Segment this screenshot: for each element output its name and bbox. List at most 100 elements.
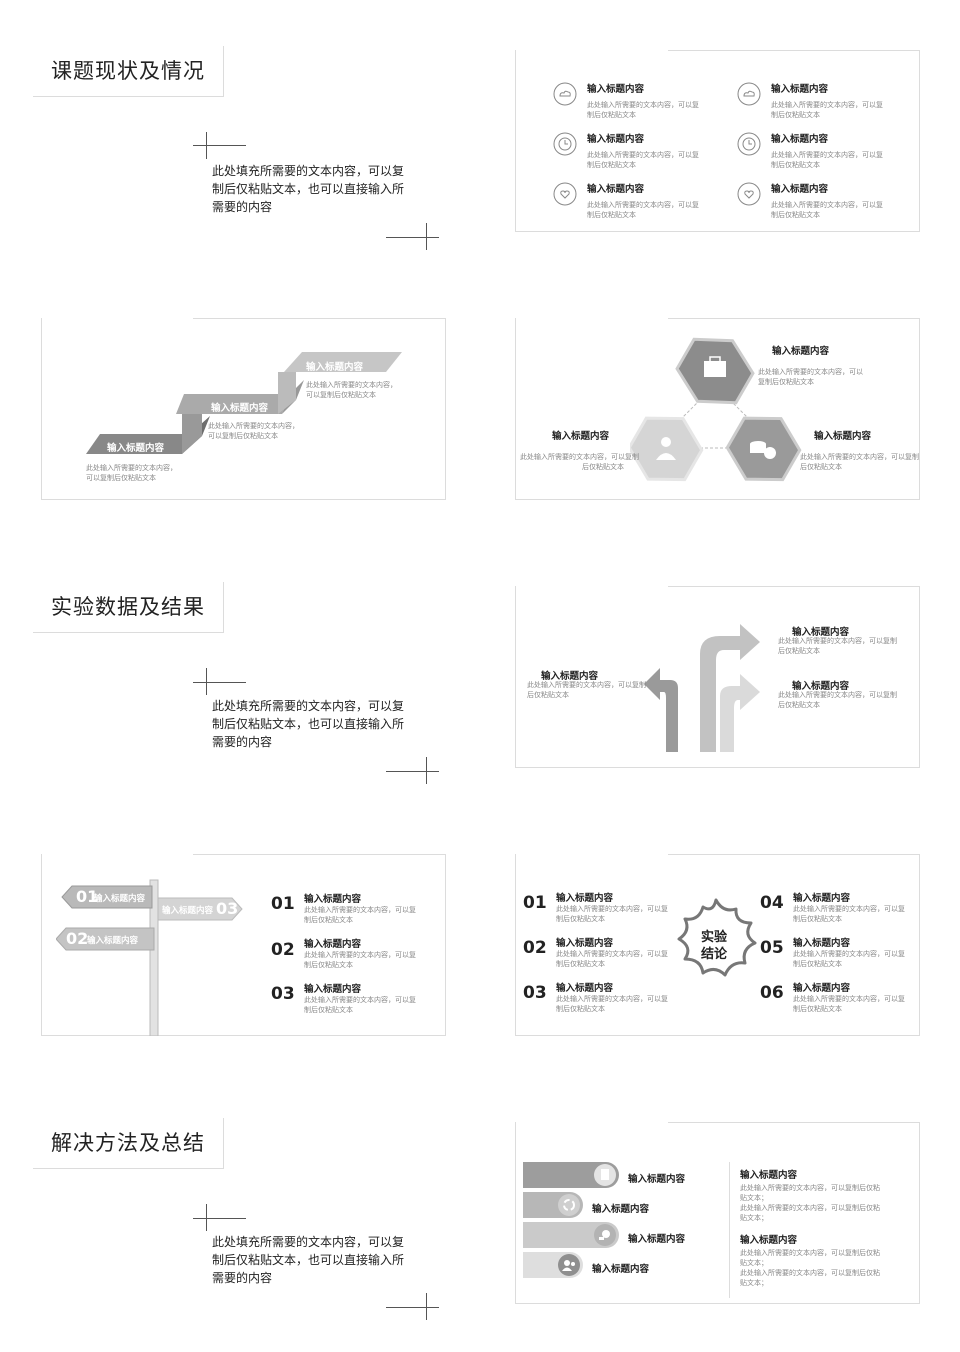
hex-desc: 此处输入所需要的文本内容，可以 xyxy=(758,368,863,376)
item-number: 01 xyxy=(523,893,547,913)
note-title: 输入标题内容 xyxy=(740,1235,798,1246)
arrow-desc: 此处输入所需要的文本内容，可以复制 xyxy=(778,691,897,699)
refresh-icon xyxy=(558,1194,580,1216)
bar-label: 输入标题内容 xyxy=(592,1264,650,1275)
note-line: 贴文本； xyxy=(740,1259,768,1267)
slide-frame xyxy=(515,854,920,1036)
coins-icon xyxy=(750,441,776,459)
item-title: 输入标题内容 xyxy=(793,893,851,904)
bar-label: 输入标题内容 xyxy=(628,1174,686,1185)
crosshair-line xyxy=(193,682,246,683)
item-title: 输入标题内容 xyxy=(304,894,362,905)
item-number: 02 xyxy=(523,938,547,958)
stairs-diagram xyxy=(86,352,402,454)
sign-label: 输入标题内容 xyxy=(162,906,214,916)
hex-desc: 此处输入所需要的文本内容，可以复制 xyxy=(800,453,919,461)
arrow-title: 输入标题内容 xyxy=(792,627,850,638)
arrow-desc: 后仅粘贴文本 xyxy=(527,691,569,699)
item-title: 输入标题内容 xyxy=(556,893,614,904)
bar-item xyxy=(523,1252,583,1278)
hex-desc: 此处输入所需要的文本内容，可以复制 xyxy=(520,453,639,461)
arrow-desc: 后仅粘贴文本 xyxy=(778,647,820,655)
crosshair-line xyxy=(193,1218,246,1219)
item-desc: 此处输入所需要的文本内容，可以复制后仅粘贴文本 xyxy=(771,201,883,219)
item-title: 输入标题内容 xyxy=(793,983,851,994)
note-line: 此处输入所需要的文本内容，可以复制后仅粘 xyxy=(740,1269,880,1277)
bar-item xyxy=(523,1162,619,1188)
item-title: 输入标题内容 xyxy=(793,938,851,949)
item-desc: 此处输入所需要的文本内容，可以复制后仅粘贴文本 xyxy=(771,151,883,169)
section-intro: 此处填充所需要的文本内容，可以复制后仅粘贴文本，也可以直接输入所需要的内容 xyxy=(212,1235,405,1285)
cloud-icon xyxy=(553,82,577,106)
slide-frame-top xyxy=(193,854,445,855)
note-line: 贴文本； xyxy=(740,1214,768,1222)
item-title: 输入标题内容 xyxy=(587,184,645,195)
document-icon xyxy=(594,1164,616,1186)
slide-frame xyxy=(515,50,920,232)
item-number: 03 xyxy=(271,984,295,1004)
item-desc: 此处输入所需要的文本内容，可以复制后仅粘贴文本 xyxy=(587,101,699,119)
slide-frame xyxy=(41,854,446,1036)
note-block: 输入标题内容 此处输入所需要的文本内容，可以复制后仅粘 贴文本； 此处输入所需要… xyxy=(740,1232,910,1288)
clock-icon xyxy=(737,132,761,156)
item-title: 输入标题内容 xyxy=(771,84,829,95)
item-desc: 此处输入所需要的文本内容，可以复 xyxy=(304,996,416,1004)
item-title: 输入标题内容 xyxy=(771,184,829,195)
item-desc: 此处输入所需要的文本内容，可以复 xyxy=(793,950,905,958)
slide-frame xyxy=(515,586,920,768)
hex-desc: 复制后仅粘贴文本 xyxy=(758,378,814,386)
conclusion-label: 实验 xyxy=(701,930,728,945)
slide-frame-top xyxy=(668,50,919,51)
section-intro: 此处填充所需要的文本内容，可以复制后仅粘贴文本，也可以直接输入所需要的内容 xyxy=(212,164,405,214)
step-title: 输入标题内容 xyxy=(107,443,165,454)
sign-label: 输入标题内容 xyxy=(94,894,146,904)
item-number: 02 xyxy=(271,940,295,960)
slide-frame-top xyxy=(668,1122,919,1123)
crosshair-line xyxy=(206,132,207,159)
item-desc: 制后仅粘贴文本 xyxy=(556,1005,605,1013)
slide-frame-top xyxy=(668,854,919,855)
hex-title: 输入标题内容 xyxy=(814,431,872,442)
hex-title: 输入标题内容 xyxy=(772,346,830,357)
note-line: 贴文本； xyxy=(740,1279,768,1287)
icon-grid: 输入标题内容 此处输入所需要的文本内容，可以复制后仅粘贴文本 输入标题内容 此处… xyxy=(553,78,913,228)
hex-title: 输入标题内容 xyxy=(552,431,610,442)
users-icon xyxy=(558,1254,580,1276)
section-intro: 此处填充所需要的文本内容，可以复制后仅粘贴文本，也可以直接输入所需要的内容 xyxy=(212,699,405,749)
slide-frame xyxy=(515,1122,920,1304)
section-title: 课题现状及情况 xyxy=(33,46,224,97)
crosshair-line xyxy=(206,668,207,695)
crosshair-line xyxy=(386,771,439,772)
section-title: 实验数据及结果 xyxy=(33,582,224,633)
heart-icon xyxy=(553,182,577,206)
note-line: 此处输入所需要的文本内容，可以复制后仅粘 xyxy=(740,1249,880,1257)
bar-label: 输入标题内容 xyxy=(592,1204,650,1215)
bar-item xyxy=(523,1222,619,1248)
slide-frame xyxy=(41,318,446,500)
step-title: 输入标题内容 xyxy=(306,362,364,373)
crosshair-line xyxy=(386,237,439,238)
sign-num: 03 xyxy=(216,899,239,918)
item-desc: 此处输入所需要的文本内容，可以复 xyxy=(304,951,416,959)
sign-num: 02 xyxy=(66,929,89,948)
note-line: 此处输入所需要的文本内容，可以复制后仅粘 xyxy=(740,1184,880,1192)
search-icon xyxy=(594,1224,616,1246)
step-desc: 此处输入所需要的文本内容， xyxy=(208,422,299,430)
crosshair-line xyxy=(426,1293,427,1320)
item-title: 输入标题内容 xyxy=(304,939,362,950)
sign-num: 01 xyxy=(76,887,99,906)
arrow-title: 输入标题内容 xyxy=(541,671,599,682)
item-title: 输入标题内容 xyxy=(587,84,645,95)
item-title: 输入标题内容 xyxy=(556,938,614,949)
item-desc: 制后仅粘贴文本 xyxy=(793,1005,842,1013)
item-desc: 制后仅粘贴文本 xyxy=(793,960,842,968)
item-number: 01 xyxy=(271,894,295,914)
briefcase-icon xyxy=(704,356,726,377)
item-number: 04 xyxy=(760,893,784,913)
clock-icon xyxy=(553,132,577,156)
note-line: 此处输入所需要的文本内容，可以复制后仅粘 xyxy=(740,1204,880,1212)
slide-frame-top xyxy=(668,586,919,587)
item-desc: 此处输入所需要的文本内容，可以复 xyxy=(556,905,668,913)
item-title: 输入标题内容 xyxy=(304,984,362,995)
slide-frame-top xyxy=(193,318,445,319)
